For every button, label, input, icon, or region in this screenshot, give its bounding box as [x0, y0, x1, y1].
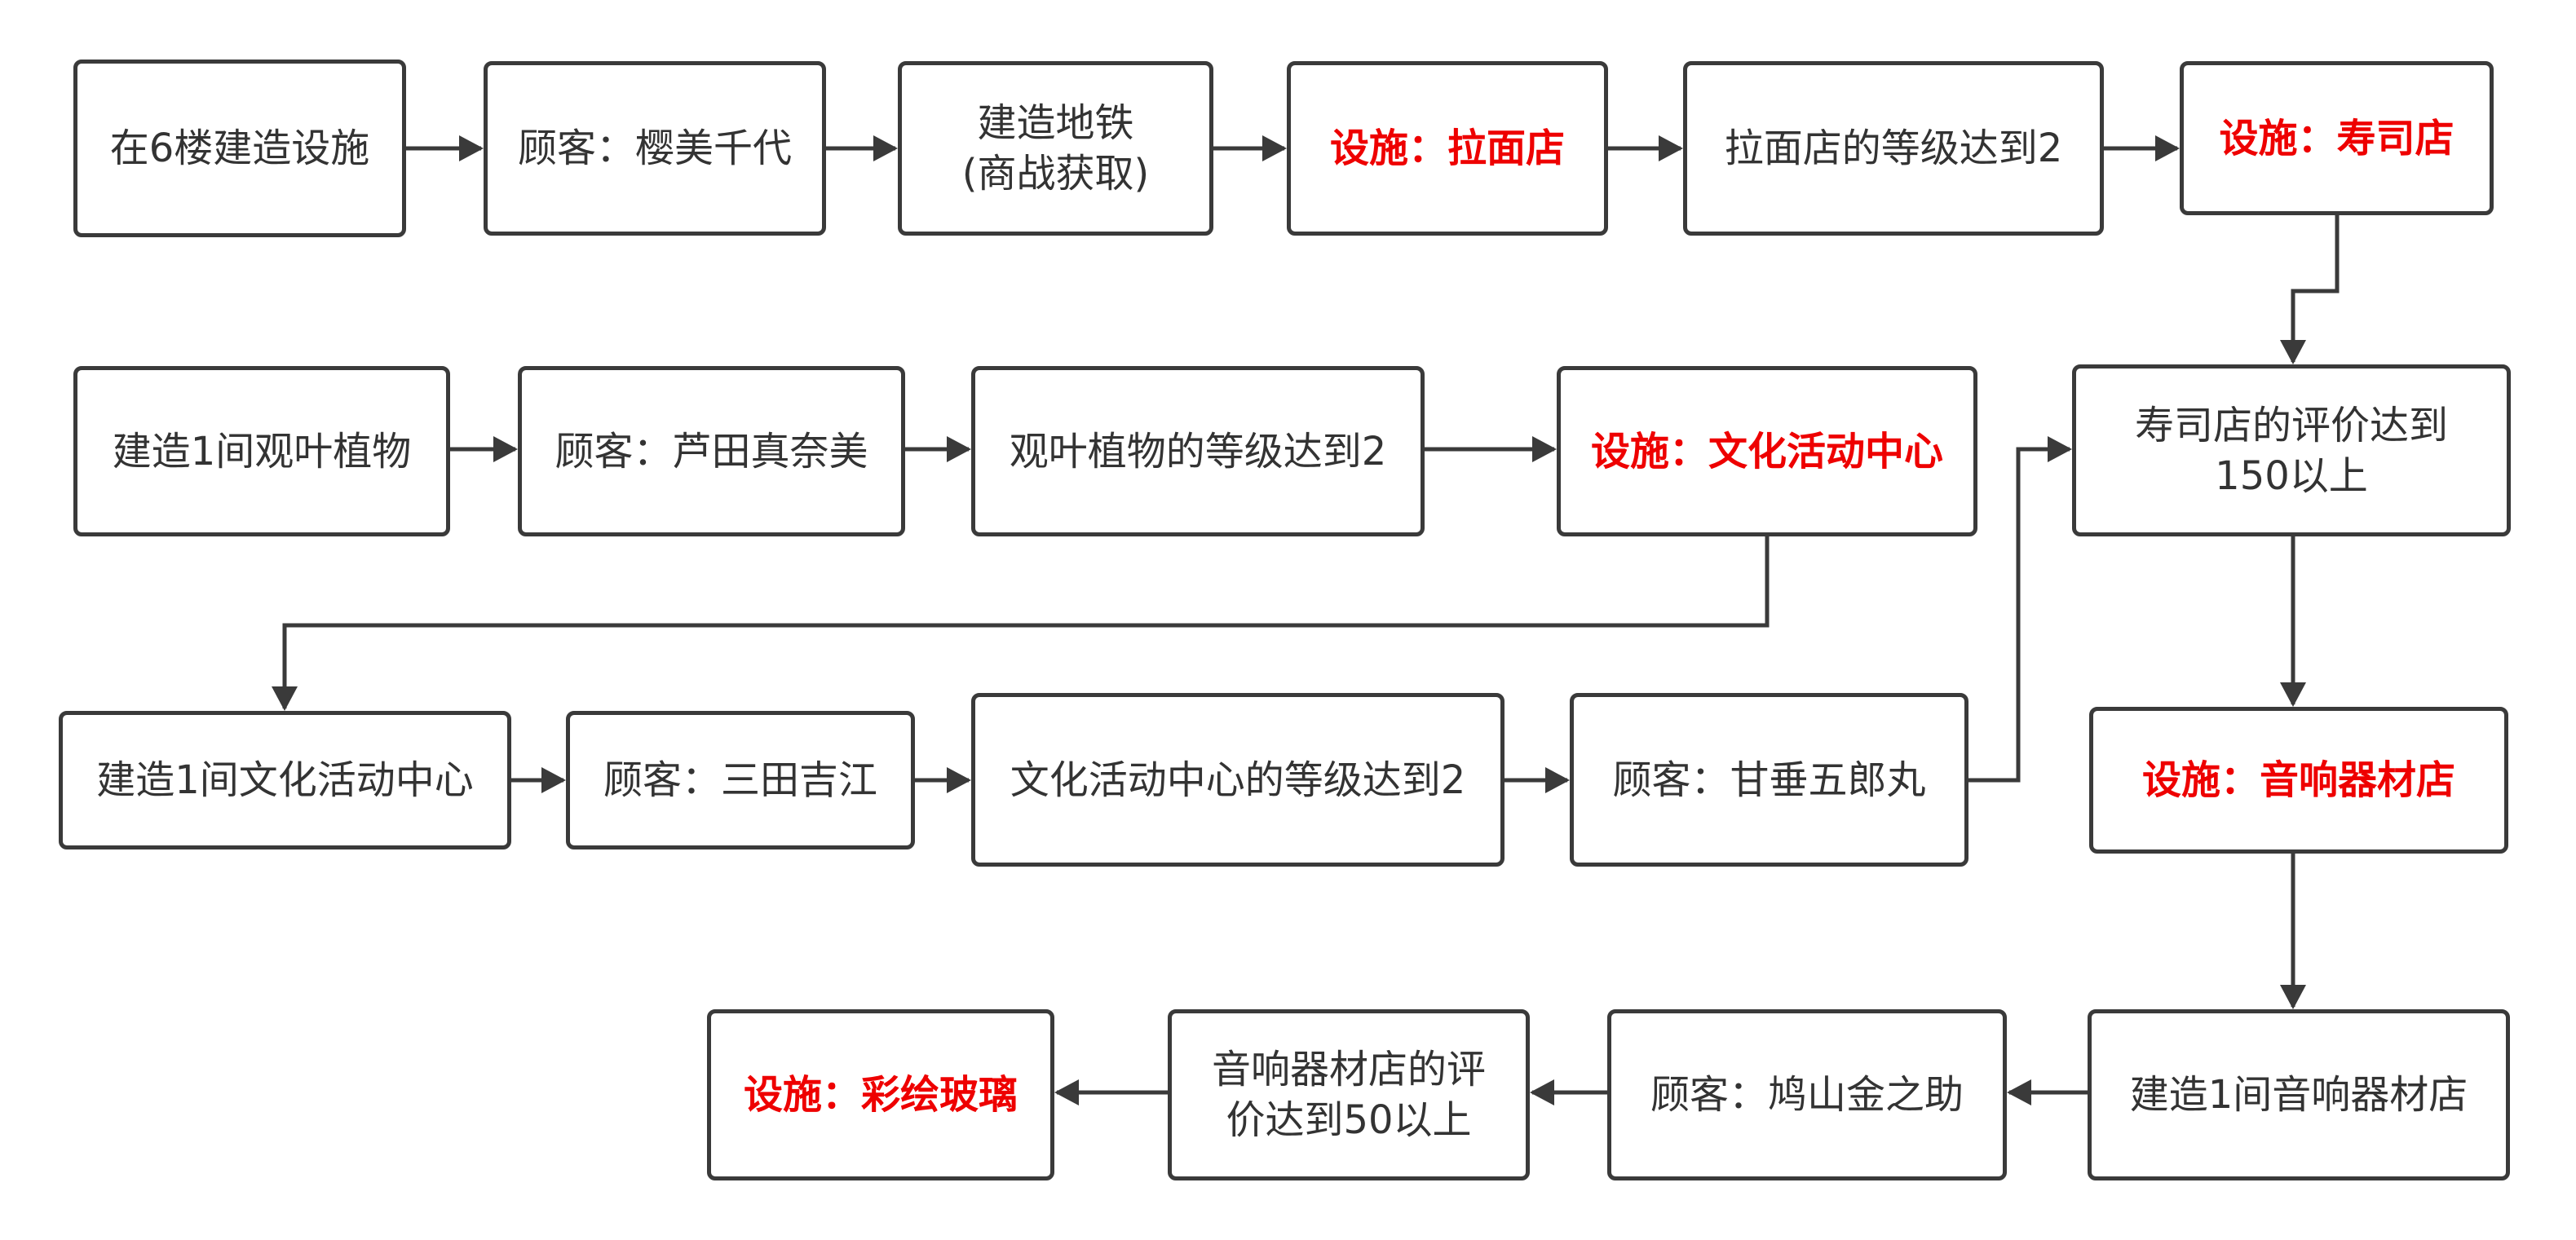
- edge-n6-n11: [2280, 215, 2340, 364]
- edge-n3-n4: [1213, 135, 1287, 161]
- node-label: 建造地铁 (商战获取): [961, 100, 1150, 196]
- node-label: 寿司店的评价达到 150以上: [2134, 402, 2448, 499]
- node-label: 顾客：鸠山金之助: [1650, 1072, 1964, 1118]
- node-label: 设施：彩绘玻璃: [743, 1072, 1018, 1118]
- node-foliage-level-2: 观叶植物的等级达到2: [971, 366, 1425, 536]
- edge-n10-n12: [272, 536, 1770, 711]
- node-build-culture-center: 建造1间文化活动中心: [59, 711, 511, 849]
- node-label: 建造1间音响器材店: [2129, 1072, 2468, 1118]
- node-facility-sushi-shop: 设施：寿司店: [2180, 61, 2494, 215]
- edge-n13-n14: [915, 767, 971, 793]
- edge-n15-n11: [1968, 436, 2072, 783]
- node-label: 在6楼建造设施: [109, 126, 370, 171]
- edge-n4-n5: [1608, 135, 1683, 161]
- edge-n1-n2: [406, 135, 484, 161]
- node-label: 建造1间文化活动中心: [96, 757, 474, 803]
- node-label: 设施：寿司店: [2219, 115, 2454, 161]
- edge-n11-n16: [2280, 536, 2306, 707]
- node-label: 建造1间观叶植物: [112, 428, 412, 474]
- node-customer-ashida-manami: 顾客：芦田真奈美: [518, 366, 905, 536]
- node-ramen-level-2: 拉面店的等级达到2: [1683, 61, 2104, 236]
- node-culture-center-level-2: 文化活动中心的等级达到2: [971, 693, 1505, 867]
- node-audio-store-rating-50: 音响器材店的评 价达到50以上: [1168, 1009, 1530, 1180]
- edge-n16-n17: [2280, 854, 2306, 1009]
- node-label: 设施：文化活动中心: [1590, 428, 1943, 474]
- node-label: 文化活动中心的等级达到2: [1010, 757, 1466, 803]
- edge-n17-n18: [2007, 1079, 2088, 1105]
- node-label: 拉面店的等级达到2: [1724, 126, 2063, 171]
- edge-n19-n20: [1054, 1079, 1168, 1105]
- node-build-foliage-plant: 建造1间观叶植物: [73, 366, 450, 536]
- edge-n14-n15: [1505, 767, 1570, 793]
- edge-n12-n13: [511, 767, 566, 793]
- edge-n2-n3: [826, 135, 898, 161]
- node-label: 顾客：三田吉江: [603, 757, 877, 803]
- node-customer-kantare-gorou-maru: 顾客：甘垂五郎丸: [1570, 693, 1968, 867]
- node-label: 顾客：樱美千代: [517, 126, 792, 171]
- node-label: 顾客：甘垂五郎丸: [1612, 757, 1926, 803]
- node-label: 音响器材店的评 价达到50以上: [1211, 1047, 1486, 1143]
- node-label: 设施：拉面店: [1329, 126, 1565, 171]
- node-customer-mita-yoshie: 顾客：三田吉江: [566, 711, 915, 849]
- edge-n5-n6: [2104, 135, 2180, 161]
- node-customer-hatoyama-kinnosuke: 顾客：鸠山金之助: [1607, 1009, 2007, 1180]
- node-facility-audio-equipment-store: 设施：音响器材店: [2089, 707, 2508, 854]
- node-build-audio-equipment-store: 建造1间音响器材店: [2088, 1009, 2510, 1180]
- node-facility-ramen-shop: 设施：拉面店: [1287, 61, 1608, 236]
- node-label: 顾客：芦田真奈美: [555, 428, 868, 474]
- edge-n18-n19: [1530, 1079, 1607, 1105]
- node-build-subway: 建造地铁 (商战获取): [898, 61, 1213, 236]
- node-facility-stained-glass: 设施：彩绘玻璃: [707, 1009, 1054, 1180]
- node-label: 观叶植物的等级达到2: [1009, 428, 1387, 474]
- node-label: 设施：音响器材店: [2141, 757, 2455, 803]
- edge-n9-n10: [1425, 436, 1557, 462]
- node-build-6f-facility: 在6楼建造设施: [73, 60, 406, 237]
- node-sushi-rating-150: 寿司店的评价达到 150以上: [2072, 364, 2511, 536]
- edge-n7-n8: [450, 436, 518, 462]
- node-customer-sakurami-chiyo: 顾客：樱美千代: [484, 61, 826, 236]
- node-facility-culture-center: 设施：文化活动中心: [1557, 366, 1977, 536]
- edge-n8-n9: [905, 436, 971, 462]
